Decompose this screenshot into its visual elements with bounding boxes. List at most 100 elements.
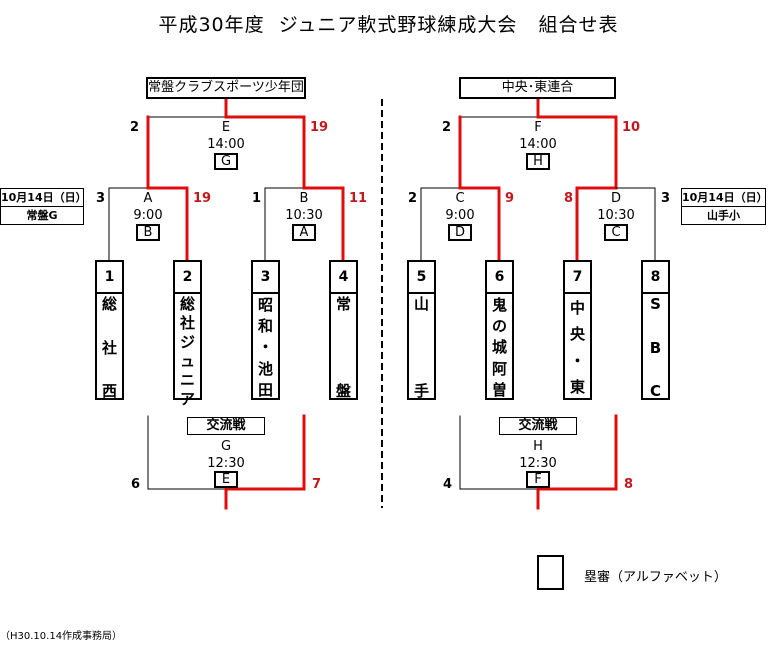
team-name-char: 総 [179,295,195,313]
team-name-char: ・ [257,338,273,357]
umpire-box-E: G [214,153,238,170]
score-left-E: 2 [130,120,140,135]
champion-name-right: 中央･東連合 [501,80,574,95]
venue-box-left: 10月14日（日） 常盤G [0,188,87,225]
team-name-char: 央 [569,325,585,344]
venue-date-left: 10月14日（日） [1,191,87,204]
team-number: 6 [487,262,512,294]
score-right-B: 11 [349,191,368,206]
venue-place-left: 常盤G [1,206,83,224]
venue-place-right: 山手小 [682,206,765,224]
team-number: 2 [175,262,200,294]
team-name-char: 鬼 [491,296,507,315]
score-right-H: 8 [624,477,634,492]
team-name-char: ア [179,390,195,408]
team-name-char: 池 [257,359,273,378]
score-left-A: 3 [96,191,106,206]
team-number: 7 [565,262,590,294]
umpire-box-F: H [526,153,550,170]
team-name-char: ニ [179,371,195,389]
legend-umpire-box [537,555,564,590]
team-name-char: 和 [257,317,273,336]
match-time-D: 10:30 [597,208,635,223]
champion-box-right: 中央･東連合 [459,77,616,99]
team-name-char: 東 [569,378,585,397]
match-id-D: D [610,191,621,206]
exchange-label-left: 交流戦 [187,417,265,435]
umpire-box-A: B [136,224,160,241]
team-name: 鬼の城阿曽 [487,294,512,401]
match-id-A: A [143,191,153,206]
match-time-B: 10:30 [285,208,323,223]
match-id-E: E [221,120,231,135]
score-left-C: 2 [408,191,418,206]
venue-box-right: 10月14日（日） 山手小 [681,188,768,225]
match-id-C: C [455,191,465,206]
team-number: 4 [331,262,356,294]
umpire-box-C: D [448,224,472,241]
match-time-H: 12:30 [519,456,557,471]
team-name-char: 社 [101,338,117,357]
footer-note: （H30.10.14作成事務局） [0,631,123,642]
match-time-A: 9:00 [133,208,163,223]
score-left-F: 2 [442,120,452,135]
team-name: 昭和・池田 [253,294,278,401]
team-number: 5 [409,262,434,294]
champion-name-left: 常盤クラブスポーツ少年団 [148,80,304,95]
umpire-box-G: E [214,471,238,488]
team-name-char: C [649,382,661,400]
team-number: 1 [97,262,122,294]
team-name-char: 昭 [257,296,273,315]
team-number: 3 [253,262,278,294]
team-name-char: 山 [413,295,429,313]
score-right-G: 7 [312,477,322,492]
team-name: 総社ジュニア [175,294,200,408]
team-name: 常盤 [331,294,356,401]
venue-date-right: 10月14日（日） [682,191,768,204]
umpire-box-H: F [526,471,550,488]
score-left-B: 1 [252,191,262,206]
team-name-char: 常 [335,295,351,313]
score-left-D: 8 [564,191,574,206]
score-left-G: 6 [131,477,141,492]
score-right-C: 9 [505,191,515,206]
team-name-char: ュ [179,352,195,370]
team-name-char: 手 [413,382,429,400]
match-time-G: 12:30 [207,456,245,471]
umpire-box-B: A [292,224,316,241]
team-name: 総社西 [97,294,122,401]
score-right-D: 3 [661,191,671,206]
team-name-char: 中 [569,298,585,317]
page-title: 平成30年度 ジュニア軟式野球練成大会 組合せ表 [158,14,619,36]
score-right-F: 10 [622,120,641,135]
team-name-char: S [650,295,661,313]
team-number: 8 [643,262,668,294]
legend-umpire-label: 塁審（アルファベット） [584,570,727,585]
team-name-char: ジ [179,333,195,351]
score-right-E: 19 [310,120,329,135]
team-name-char: の [491,317,507,336]
team-name-char: 総 [101,295,117,313]
score-left-H: 4 [443,477,453,492]
team-name-char: 盤 [335,382,351,400]
match-time-E: 14:00 [207,137,245,152]
umpire-box-D: C [604,224,628,241]
team-name: 山手 [409,294,434,401]
match-id-H: H [533,439,543,454]
team-name-char: 阿 [491,359,507,378]
team-name-char: 西 [101,382,117,400]
exchange-label-right: 交流戦 [499,417,577,435]
match-id-F: F [534,120,542,135]
match-id-B: B [299,191,309,206]
match-id-G: G [220,439,232,454]
